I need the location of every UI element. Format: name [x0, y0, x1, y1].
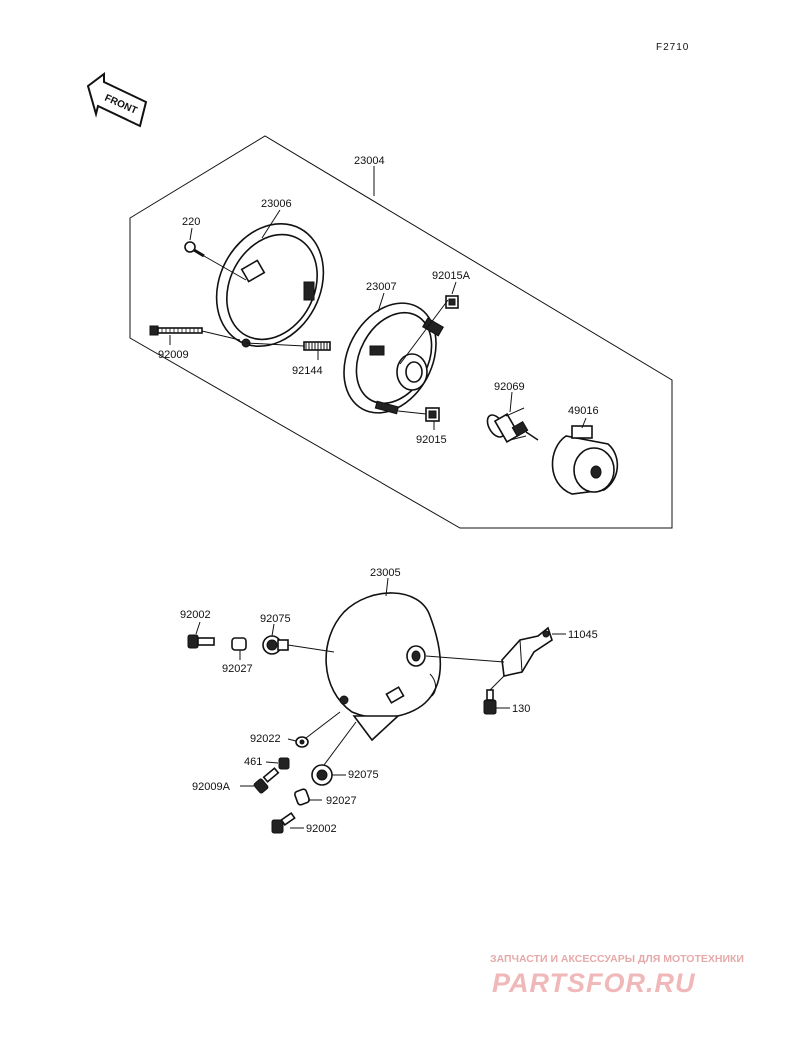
- dust-cover-49016: [551, 425, 619, 495]
- collar-92027-bottom: [294, 788, 310, 806]
- part-label-92069: 92069: [494, 381, 525, 393]
- part-label-23005: 23005: [370, 567, 401, 579]
- leader-23005: [385, 577, 389, 597]
- part-label-461: 461: [244, 756, 262, 768]
- part-label-92022: 92022: [250, 733, 281, 745]
- part-label-130: 130: [512, 703, 530, 715]
- leader-92015-line: [397, 410, 427, 415]
- part-label-92002-top: 92002: [180, 609, 211, 621]
- part-label-92009: 92009: [158, 349, 189, 361]
- leader-130-line: [489, 675, 505, 691]
- part-label-92009A: 92009A: [192, 781, 231, 793]
- leader-92022: [287, 738, 297, 742]
- leader-11045-line: [425, 655, 505, 663]
- grommet-92075-bottom: [311, 764, 333, 786]
- bolt-92009A: [253, 767, 280, 794]
- bolt-92009: [149, 325, 203, 336]
- part-label-220: 220: [182, 216, 200, 228]
- leader-92015A: [451, 281, 457, 295]
- part-label-92002-bottom: 92002: [306, 823, 337, 835]
- headlight-rim-23006: [215, 223, 325, 348]
- figure-code: F2710: [656, 42, 689, 53]
- leader-92075-top-line: [287, 644, 335, 653]
- bolt-130: [483, 689, 497, 715]
- leader-220: [189, 227, 193, 241]
- nut-461: [278, 757, 290, 770]
- leader-92144-line: [245, 342, 305, 347]
- leader-92015A-line: [399, 299, 449, 365]
- watermark-logo: PARTSFOR.RU: [492, 968, 696, 998]
- leader-92002-top: [195, 621, 201, 635]
- watermark-subtitle: ЗАПЧАСТИ И АКСЕССУАРЫ ДЛЯ МОТОТЕХНИКИ: [490, 953, 744, 965]
- collar-92027-top: [231, 637, 247, 651]
- bolt-92002-top: [187, 634, 215, 649]
- part-label-11045: 11045: [568, 629, 598, 641]
- headlight-housing-23005: [325, 592, 442, 742]
- part-label-92144: 92144: [292, 365, 323, 377]
- part-label-92027-bottom: 92027: [326, 795, 357, 807]
- leader-92069: [509, 391, 513, 413]
- leader-461: [265, 761, 279, 764]
- part-label-23004: 23004: [354, 155, 385, 167]
- part-label-49016: 49016: [568, 405, 599, 417]
- leader-92009-line: [201, 330, 241, 341]
- reflector-unit-23007: [343, 302, 444, 415]
- leader-92022-line: [305, 711, 341, 739]
- washer-92022: [295, 736, 309, 748]
- clip-92015: [425, 407, 440, 422]
- part-label-23007: 23007: [366, 281, 397, 293]
- bolt-92002-bottom: [271, 811, 296, 834]
- leader-23007: [377, 292, 385, 313]
- part-label-92015A: 92015A: [432, 270, 471, 282]
- spring-92144: [303, 341, 331, 351]
- leader-92075-top: [271, 623, 275, 637]
- leader-49016: [581, 417, 587, 429]
- screw-220: [184, 241, 205, 258]
- front-arrow-icon: FRONT: [86, 72, 148, 128]
- bulb-92069: [486, 407, 539, 443]
- bracket-11045: [501, 626, 553, 677]
- leader-23006: [261, 209, 281, 239]
- part-label-92075-top: 92075: [260, 613, 291, 625]
- leader-220-line: [203, 255, 247, 281]
- assembly-outline: [129, 135, 673, 529]
- part-label-23006: 23006: [261, 198, 292, 210]
- leader-92075-bottom-line: [323, 721, 357, 766]
- part-label-92015: 92015: [416, 434, 447, 446]
- part-label-92027-top: 92027: [222, 663, 253, 675]
- part-label-92075-bottom: 92075: [348, 769, 379, 781]
- grommet-92075-top: [262, 635, 289, 655]
- clip-92015A: [445, 295, 459, 309]
